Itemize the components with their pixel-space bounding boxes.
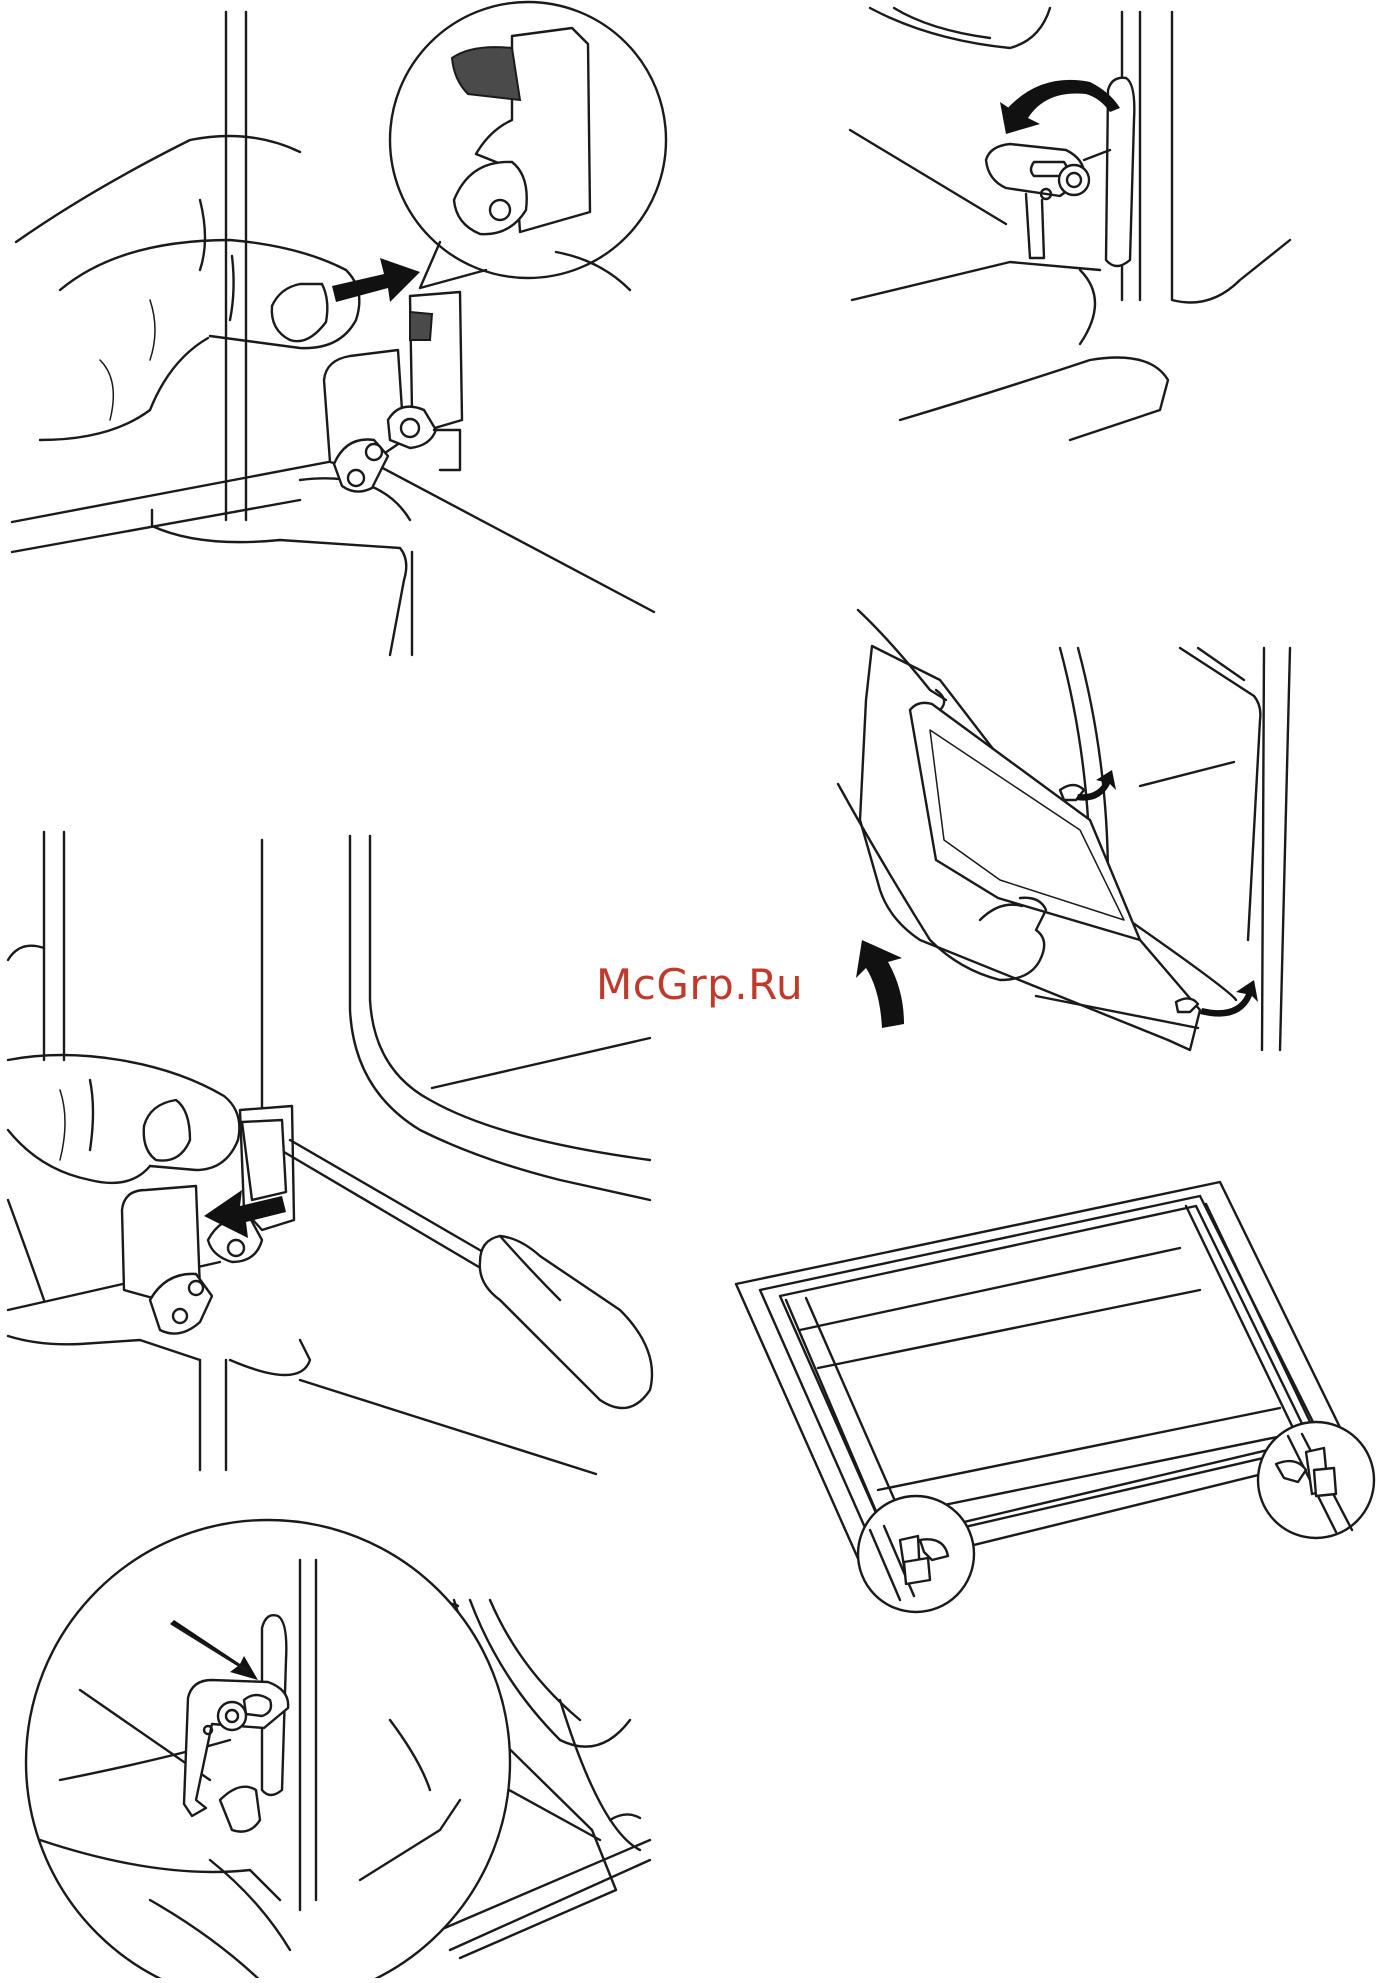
release-hinge-with-screwdriver-illustration — [8, 832, 652, 1474]
lift-door-glass-panel-illustration — [838, 610, 1290, 1050]
inner-glass-panel-clips-illustration — [736, 1182, 1374, 1612]
hinge-lock-detail-illustration — [26, 1520, 650, 1978]
watermark-text: McGrp.Ru — [596, 960, 803, 1009]
hinge-lever-rotate-illustration — [850, 8, 1290, 440]
unlock-hinge-lever-push-illustration — [12, 2, 666, 655]
